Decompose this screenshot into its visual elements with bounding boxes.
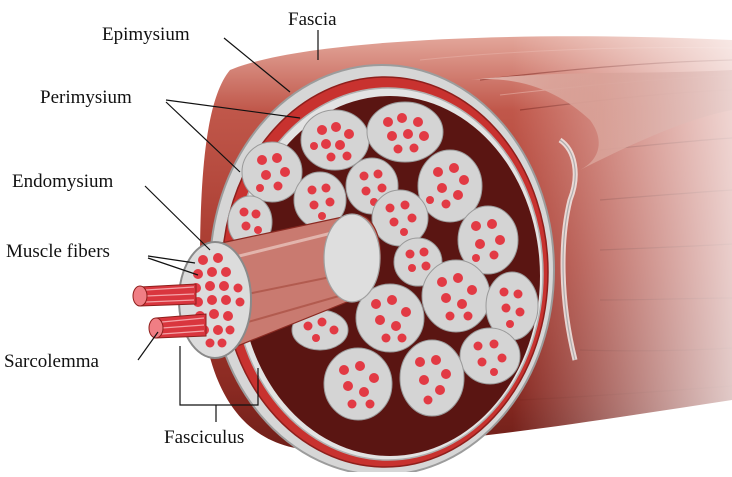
leader-lines: [137, 30, 319, 422]
label-endomysium: Endomysium: [12, 171, 114, 192]
fascicle: [371, 189, 429, 247]
fascicle: [457, 205, 519, 275]
label-muscle-fibers: Muscle fibers: [6, 241, 110, 262]
label-fasciculus: Fasciculus: [164, 427, 245, 448]
fascicle: [323, 347, 393, 421]
fascicle: [421, 259, 491, 333]
fascicle: [300, 109, 370, 171]
fascicle: [459, 327, 521, 385]
label-perimysium: Perimysium: [40, 87, 132, 108]
fascicle: [399, 339, 465, 417]
fascicle: [291, 309, 349, 351]
label-fascia: Fascia: [288, 9, 337, 30]
fascicle: [241, 141, 303, 203]
fascicles-group: [227, 101, 539, 421]
fascicle: [417, 149, 483, 223]
label-sarcolemma: Sarcolemma: [4, 351, 99, 372]
label-epimysium: Epimysium: [102, 24, 190, 45]
fascicle: [355, 283, 425, 353]
protruding-fiber-upper: [132, 283, 197, 307]
fascicle: [366, 101, 444, 163]
protruding-fiber-lower: [148, 313, 207, 339]
